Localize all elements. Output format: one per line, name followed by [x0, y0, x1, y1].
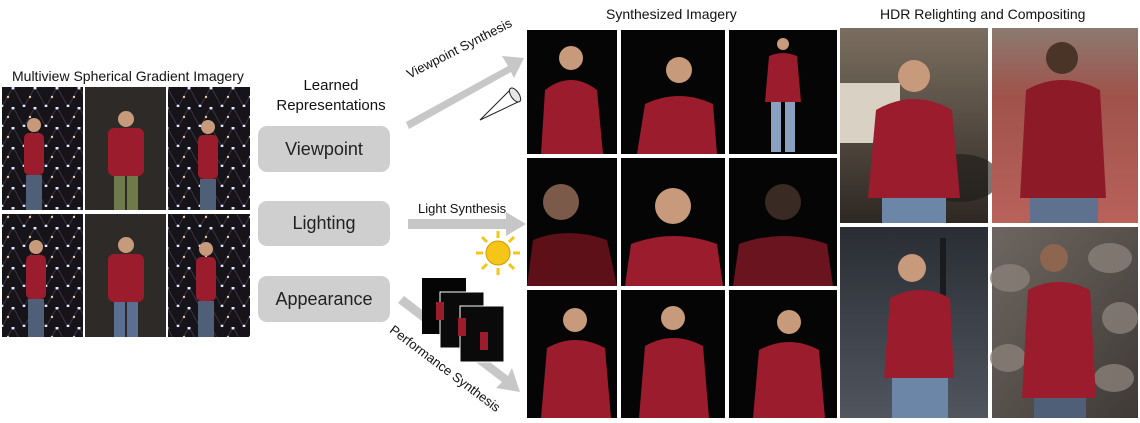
lighting-representation-box: Lighting — [258, 201, 390, 246]
viewpoint-arrow — [406, 56, 524, 129]
synthesized-imagery-grid — [527, 30, 837, 418]
light-synthesis-label: Light Synthesis — [418, 201, 507, 216]
synthesized-imagery-heading: Synthesized Imagery — [606, 6, 737, 22]
input-figure-side-1 — [24, 118, 44, 210]
camera-cone-icon — [479, 87, 522, 121]
light-arrow — [408, 212, 526, 236]
multiview-input-grid — [2, 87, 250, 337]
sun-icon — [476, 231, 520, 275]
hdr-relighting-grid — [840, 28, 1138, 418]
learned-representations-heading: Learned Representations — [276, 77, 386, 114]
performance-frames-icon — [422, 278, 505, 363]
input-imagery-heading: Multiview Spherical Gradient Imagery — [12, 68, 244, 84]
viewpoint-representation-box: Viewpoint — [258, 126, 390, 172]
appearance-representation-box: Appearance — [258, 276, 390, 322]
hdr-relighting-heading: HDR Relighting and Compositing — [880, 6, 1086, 22]
synthesis-arrows — [398, 56, 526, 392]
